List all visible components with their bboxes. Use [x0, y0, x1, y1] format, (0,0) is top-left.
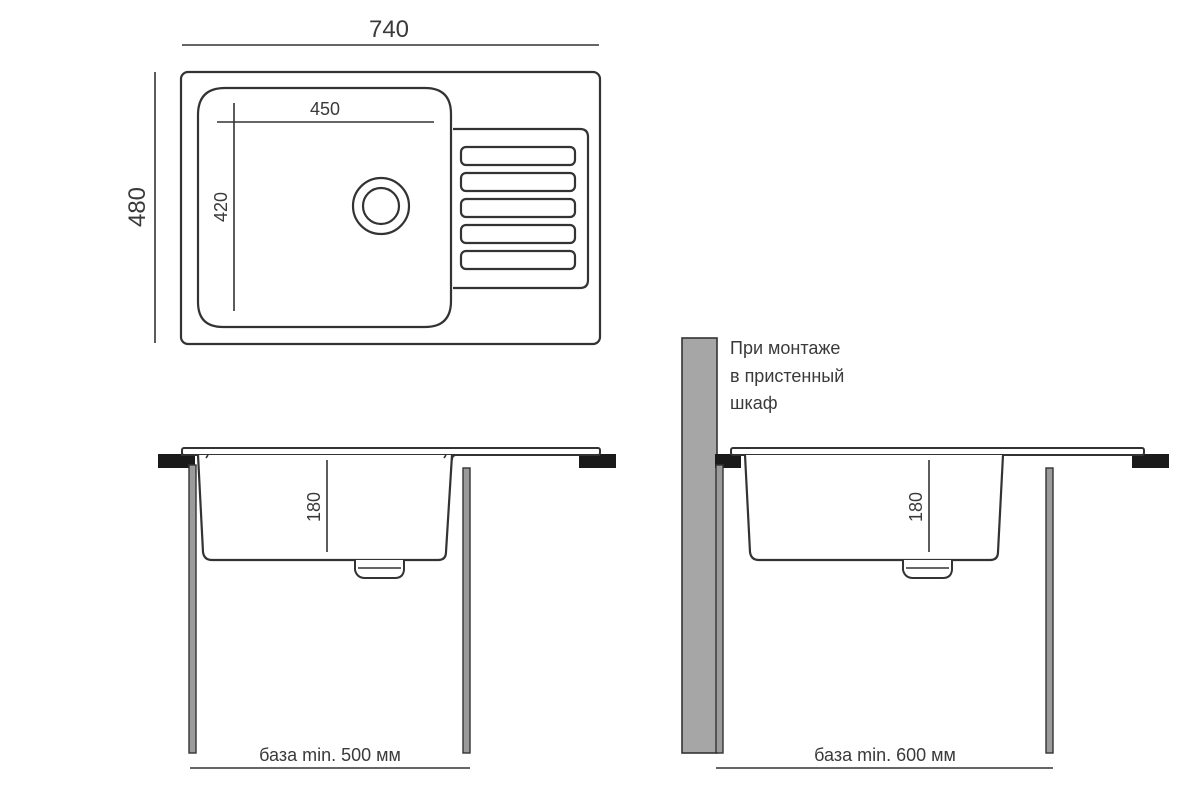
countertop-right [1132, 454, 1169, 468]
drainer-grooves [459, 145, 577, 271]
wall-note: При монтаже в пристенный шкаф [730, 338, 849, 413]
wall-note-line: шкаф [730, 393, 778, 413]
drain-fitting [902, 560, 953, 579]
cabinet-wall-right [1045, 467, 1054, 754]
drainer-groove [459, 249, 577, 271]
countertop-left [158, 454, 195, 468]
bowl-height-label: 420 [211, 192, 231, 222]
sink-bowl [196, 86, 453, 329]
sink-rim [730, 447, 1145, 456]
bowl-inner-edge [205, 454, 447, 459]
side-view-standard: 180 база min. 500 мм [158, 447, 616, 769]
wall [681, 337, 718, 754]
overall-width-label: 740 [369, 16, 409, 43]
cabinet-wall-right [462, 467, 471, 754]
drainer-groove [459, 145, 577, 167]
top-view: 740 480 450 420 [124, 16, 602, 346]
drain-fitting [354, 560, 405, 579]
drainer-groove [459, 197, 577, 219]
base-label: база min. 600 мм [814, 745, 956, 765]
overall-height-label: 480 [124, 187, 151, 227]
drainer-groove [459, 171, 577, 193]
drain-hole-inner [361, 186, 401, 226]
base-label: база min. 500 мм [259, 745, 401, 765]
bowl-width-label: 450 [310, 99, 340, 119]
wall-note-line: в пристенный [730, 366, 844, 386]
side-view-wall: При монтаже в пристенный шкаф 180 база m… [681, 337, 1169, 769]
sink-rim [181, 447, 601, 456]
drainer-groove [459, 223, 577, 245]
cabinet-wall-left [715, 464, 724, 754]
depth-label: 180 [304, 492, 324, 522]
sink-bowl-profile [196, 454, 454, 562]
countertop-right [579, 454, 616, 468]
cabinet-wall-left [188, 464, 197, 754]
wall-note-line: При монтаже [730, 338, 840, 358]
sink-bowl-profile [743, 454, 1005, 562]
depth-label: 180 [906, 492, 926, 522]
